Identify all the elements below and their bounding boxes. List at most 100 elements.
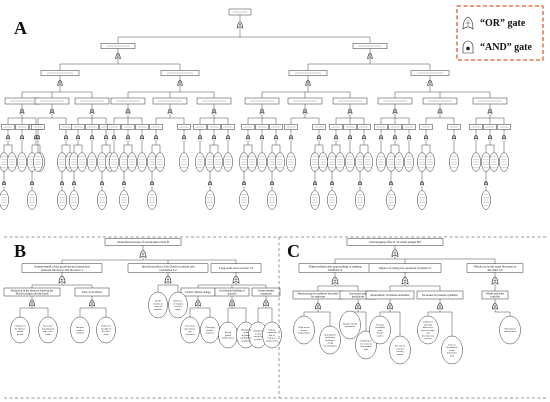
panel-b-label: B: [14, 241, 26, 261]
panel-b-basic-event-label-line: temperatures: [222, 337, 234, 340]
panel-b-basic-event-label-line: the solar: [102, 330, 110, 333]
panel-b-basic-event-label-line: gas: [188, 330, 191, 333]
panel-c-label: C: [287, 241, 300, 261]
panel-b-intermediate-event-label: Enhancement of the gravitational interac…: [34, 264, 90, 272]
panel-b-basic-event-label-line: Absorption: [253, 330, 265, 333]
panel-b-basic-event-label-line: Increased: [185, 325, 195, 328]
or-gate-icon: [355, 302, 361, 310]
panel-b-intermediate-event-label-line: revolution C2: [159, 268, 177, 272]
or-gate-icon: [60, 180, 64, 186]
or-gate-icon: [167, 108, 173, 115]
or-gate-icon: [406, 134, 412, 140]
or-gate-icon: [331, 276, 339, 285]
or-gate-icon: [153, 134, 159, 140]
or-gate-icon: [401, 276, 409, 285]
panel-b-basic-event-ellipse: [262, 321, 282, 349]
or-gate-icon: [316, 134, 322, 140]
panel-b-sub-event-label-line: glaciers: [228, 293, 237, 296]
panel-c-basic-event-ellipse: [417, 315, 439, 345]
or-gate-icon: [211, 134, 217, 140]
or-gate-icon: [232, 275, 240, 284]
panel-c-basic-event-label-line: limitations: [345, 325, 355, 328]
or-gate-icon: [139, 250, 147, 259]
or-gate-icon: [437, 108, 443, 115]
panel-b-top-event-box: [104, 238, 182, 246]
or-gate-icon: [164, 275, 172, 284]
panel-c-sub-event-label-line: predictions: [352, 296, 364, 299]
panel-b-basic-event-label-line: Sunspot: [76, 326, 84, 329]
panel-b-basic-event-label-line: Disruption: [241, 328, 252, 331]
or-gate-icon: [484, 180, 488, 186]
or-gate-icon: [378, 134, 384, 140]
or-gate-icon: [333, 134, 339, 140]
panel-c-sub-event-label-line: coincide: [490, 296, 500, 299]
or-gate-icon: [288, 134, 294, 140]
or-gate-icon: [358, 180, 362, 186]
tree-labels: A B C Abnormal increase of astronomical …: [11, 18, 517, 357]
panel-c-basic-event-label-line: and: [426, 332, 430, 335]
panel-c-basic-event-label-line: circulation: [325, 336, 336, 339]
or-gate-icon: [330, 180, 334, 186]
panel-b-basic-event-label-line: Earth: [45, 333, 51, 336]
panel-c-basic-event-ellipse: [319, 325, 341, 355]
panel-c-basic-event-label-line: Internal: [376, 323, 384, 326]
or-gate-icon: [2, 180, 6, 186]
panel-c-basic-event-label-line: The role of: [395, 345, 406, 348]
panel-b-basic-event-label-line: Changing: [205, 326, 215, 329]
or-gate-icon: [150, 180, 154, 186]
or-gate-icon: [208, 180, 212, 186]
panel-b-sub-event-label-line: Solar cycle effects: [82, 291, 103, 294]
or-gate-icon: [273, 134, 279, 140]
tree-connectors: [3, 15, 511, 337]
panel-b-basic-event-label-line: due to: [269, 334, 276, 337]
or-gate-icon: [63, 134, 69, 140]
panel-b-basic-event-ellipse: [148, 291, 168, 319]
or-gate-icon: [487, 134, 493, 140]
or-gate-icon: [492, 302, 498, 310]
panel-c-basic-event-label-line: system: [377, 334, 384, 337]
tree-nodes: [0, 8, 524, 365]
panel-b-basic-event-label-line: Increased: [43, 325, 53, 328]
panel-b-basic-event-label-line: number: [76, 329, 84, 332]
panel-c-basic-event-label-line: Enhanced: [423, 321, 433, 324]
panel-b-sub-event-label-line: Reduction in the distance between the: [11, 289, 54, 292]
panel-b-sub-event-label: Global climate change: [185, 291, 211, 294]
panel-c-basic-event-label-line: of the: [449, 349, 455, 352]
panel-b-basic-event-label-line: Enhanced: [101, 325, 111, 328]
panel-c-basic-event-label-line: Uneven: [448, 343, 456, 346]
panel-b-basic-event-label-line: the Moon's: [15, 327, 26, 330]
or-gate-icon: [19, 108, 25, 115]
panel-c-basic-event-label-line: field: [450, 354, 455, 357]
panel-b-basic-event-ellipse: [10, 316, 30, 344]
panel-b-top-event-label-line: Abnormal increase of astronomical tide B: [117, 240, 169, 244]
panel-b-intermediate-event-box: [21, 263, 103, 273]
or-gate-icon: [49, 108, 55, 115]
panel-c-intermediate-event-label-line: Winds are in the same direction as: [474, 264, 517, 268]
panel-c-intermediate-event-label-line: landfall C4: [328, 268, 342, 272]
panel-c-basic-event-label-line: systems: [424, 337, 432, 340]
panel-b-basic-event-label-line: rising sea: [267, 337, 277, 340]
panel-b-basic-event-label-line: orbital: [17, 330, 24, 333]
panel-c-basic-event-ellipse: [339, 310, 361, 340]
or-gate-icon: [427, 79, 433, 87]
or-gate-icon: [89, 299, 95, 307]
or-gate-icon: [501, 134, 507, 140]
panel-c-basic-event-label-line: Atmospheric: [324, 333, 336, 336]
panel-frames: [4, 236, 546, 399]
or-gate-icon: [89, 108, 95, 115]
panel-b-basic-event-label-line: of glaciers: [241, 339, 251, 342]
or-gate-icon: [75, 134, 81, 140]
